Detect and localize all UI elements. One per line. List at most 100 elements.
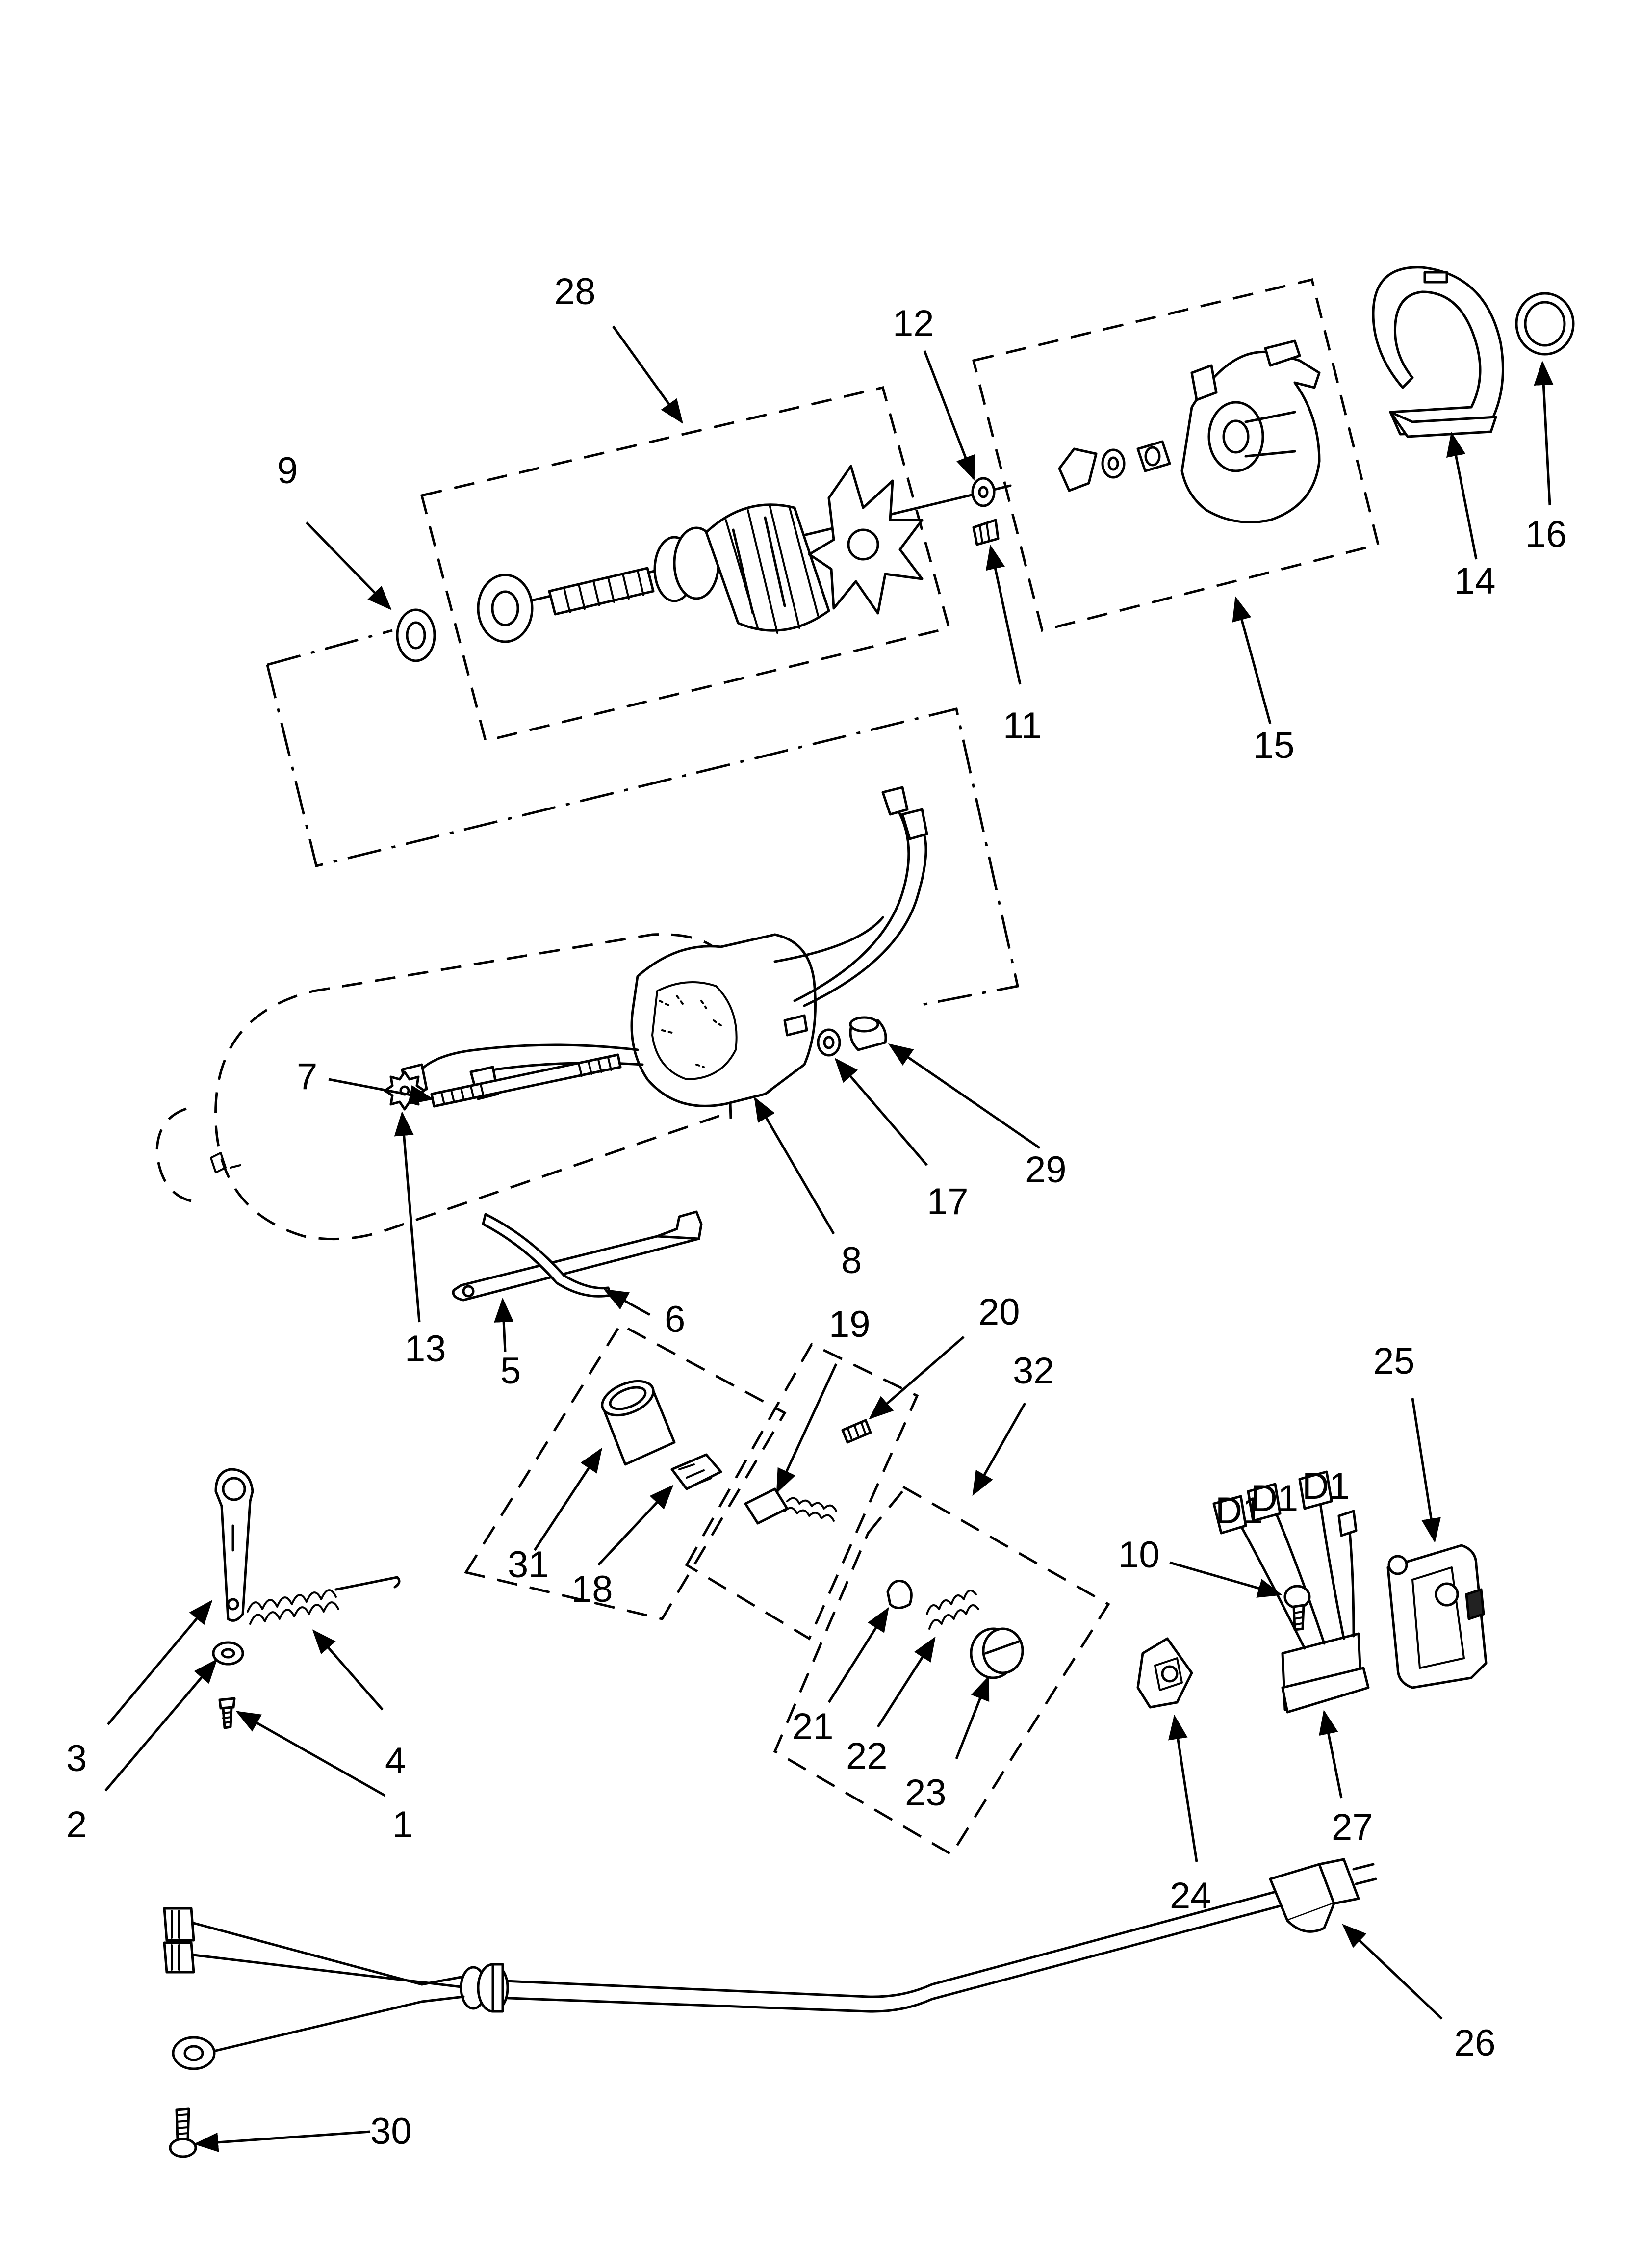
- callout-22: 22: [846, 1735, 888, 1777]
- callout-11: 11: [1003, 705, 1042, 747]
- brush-19: [744, 1487, 837, 1525]
- exploded-view-guide-line: [266, 629, 1019, 1007]
- cord-ring-terminal: [172, 2036, 216, 2070]
- screw-11: [972, 519, 1000, 546]
- callout-30: 30: [370, 2111, 412, 2152]
- arrow-20: [869, 1336, 965, 1420]
- arrow-12: [923, 350, 975, 481]
- arrow-26: [1342, 1924, 1443, 2020]
- callout-6: 6: [665, 1299, 685, 1340]
- cord-strain-relief: [460, 1963, 509, 2013]
- callout-14: 14: [1454, 560, 1496, 602]
- screw-30: [169, 2107, 197, 2158]
- brush-holder-assembly-outline: [464, 1323, 787, 1620]
- callout-18: 18: [571, 1568, 613, 1610]
- terminal-block-27: D1 D1 D1: [1212, 1465, 1370, 1714]
- arrow-4: [312, 1629, 384, 1711]
- arrow-16: [1534, 361, 1554, 506]
- arrow-5: [494, 1298, 514, 1352]
- callout-10: 10: [1118, 1534, 1160, 1576]
- arrow-32: [972, 1402, 1026, 1496]
- spring-4: [247, 1576, 401, 1625]
- arrow-15: [1232, 596, 1272, 724]
- callout-7: 7: [297, 1056, 317, 1097]
- strap-5: [452, 1210, 703, 1302]
- callout-31: 31: [508, 1544, 549, 1586]
- arrow-29: [888, 1043, 1041, 1149]
- callout-26: 26: [1454, 2022, 1496, 2064]
- callout-27: 27: [1332, 1806, 1373, 1848]
- callout-1: 1: [392, 1804, 413, 1846]
- leader-arrows: [104, 325, 1554, 2152]
- callout-4: 4: [385, 1740, 406, 1782]
- callout-3: 3: [66, 1738, 87, 1779]
- brush-cap-assembly-outline: [773, 1483, 1110, 1856]
- armature-bearing: [477, 574, 534, 643]
- clip-24: [1136, 1637, 1193, 1709]
- callout-21: 21: [792, 1706, 834, 1747]
- brush-assembly-outline: [685, 1342, 919, 1641]
- callout-20: 20: [978, 1291, 1020, 1333]
- arrow-2: [104, 1659, 218, 1792]
- arrow-22: [876, 1636, 936, 1728]
- motor-housing-outline: [214, 933, 732, 1241]
- arrow-6: [603, 1289, 651, 1316]
- callout-13: 13: [405, 1328, 446, 1370]
- arrow-21: [827, 1607, 889, 1703]
- callout-19: 19: [829, 1303, 871, 1345]
- arrow-25: [1411, 1398, 1441, 1543]
- bearing-16: [1515, 292, 1575, 356]
- washer-2: [212, 1641, 244, 1666]
- callout-2: 2: [66, 1804, 87, 1846]
- spring-22: [926, 1590, 979, 1630]
- brush-holder-sleeve-31: [601, 1380, 676, 1466]
- armature-core: [705, 503, 830, 634]
- terminal-label-2: D1: [1251, 1478, 1298, 1519]
- arrow-27: [1319, 1710, 1343, 1799]
- arrow-31: [533, 1447, 602, 1551]
- arrow-30: [194, 2130, 371, 2152]
- arrow-7: [328, 1078, 434, 1105]
- arrow-19: [776, 1363, 838, 1494]
- brush-cap-23: [970, 1627, 1024, 1679]
- callout-9: 9: [277, 450, 298, 492]
- housing-nose: [155, 1107, 241, 1203]
- arrow-13: [394, 1111, 421, 1323]
- armature: [528, 465, 1012, 634]
- callout-24: 24: [1170, 1875, 1211, 1917]
- callout-17: 17: [927, 1181, 969, 1223]
- callout-labels: 28 12 9 16 14 11 15 7 29 17 8 13 5 6 19 …: [66, 271, 1567, 2152]
- callout-29: 29: [1025, 1149, 1067, 1191]
- arrow-17: [834, 1058, 928, 1166]
- power-cord-26: [163, 1858, 1377, 2070]
- arrow-10: [1169, 1561, 1283, 1598]
- sleeve-29: [849, 1016, 887, 1051]
- washer-12: [971, 477, 996, 507]
- lever-3: [214, 1468, 254, 1622]
- switch-25: [1386, 1544, 1488, 1689]
- bracket-14: [1372, 266, 1504, 438]
- armature-assembly-outline: [420, 386, 951, 743]
- arrow-23: [955, 1675, 990, 1759]
- callout-15: 15: [1253, 725, 1295, 766]
- end-bell-15: [1180, 339, 1321, 523]
- armature-fan: [808, 465, 924, 615]
- cord-terminal-1: [163, 1907, 195, 1942]
- bearing-9: [396, 608, 436, 662]
- callout-16: 16: [1525, 514, 1567, 555]
- nut-17: [817, 1028, 841, 1057]
- terminal-label-3: D1: [1302, 1465, 1350, 1507]
- arrow-8: [754, 1096, 835, 1235]
- brush-holder-18: [670, 1453, 722, 1490]
- callout-5: 5: [500, 1350, 521, 1392]
- screw-1: [218, 1697, 236, 1729]
- callout-8: 8: [841, 1240, 862, 1281]
- arrow-14: [1446, 432, 1478, 560]
- callout-32: 32: [1013, 1350, 1054, 1392]
- armature-worm-gear: [548, 567, 655, 616]
- plug: [1269, 1858, 1377, 1933]
- arrow-28: [612, 325, 683, 424]
- callout-12: 12: [893, 303, 934, 344]
- cord-terminal-2: [163, 1941, 195, 1974]
